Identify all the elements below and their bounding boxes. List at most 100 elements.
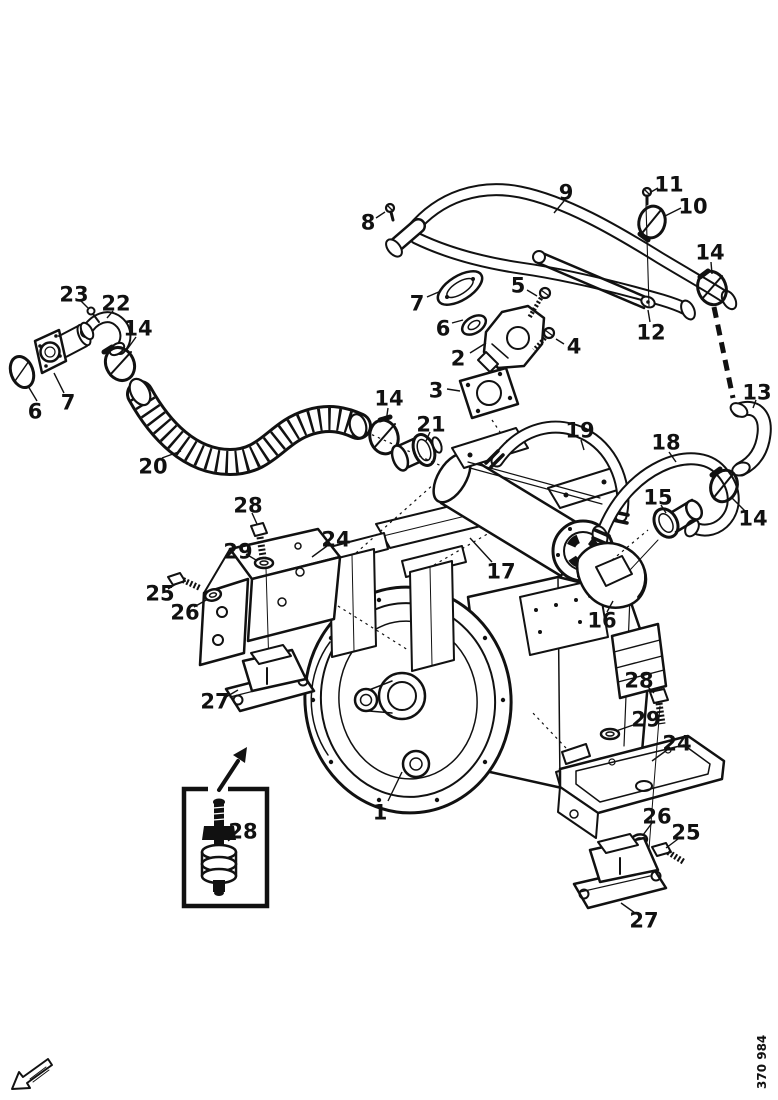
callout-label: 12 [636, 321, 665, 345]
callout-label: 28 [228, 820, 257, 844]
heat-exchanger-group [432, 420, 740, 609]
flange-7-upper [436, 270, 484, 306]
cover-plate [519, 578, 609, 656]
washer-29-right [599, 727, 621, 741]
elbow-hose-13 [729, 401, 772, 477]
callout-leader [385, 407, 389, 423]
callout-leader [553, 200, 565, 214]
callout-leader [251, 512, 258, 525]
callout-leader [167, 583, 177, 590]
callout-label: 14 [374, 387, 403, 411]
direction-arrow [11, 1058, 53, 1090]
callout-label: 29 [631, 708, 660, 732]
callout-label: 25 [671, 821, 700, 845]
elbow-duct-16 [575, 541, 648, 609]
callout-label: 7 [61, 391, 76, 415]
bolt-11 [641, 186, 653, 307]
callout-label: 26 [642, 805, 671, 829]
bolt-28-left [250, 522, 268, 558]
callout-label: 6 [28, 400, 43, 424]
support-brackets [321, 493, 515, 672]
pointer-arrowhead [233, 747, 247, 763]
callout-leader [665, 838, 679, 849]
callout-leader [469, 342, 487, 354]
callout-leader [580, 439, 585, 451]
callout-label: 27 [200, 690, 229, 714]
bolt-25-left [167, 572, 202, 591]
callout-leader [425, 431, 431, 442]
callout-leader [446, 388, 461, 392]
clamp-14-left [101, 344, 137, 383]
figure-number: 370 984 [755, 1035, 769, 1089]
callout-label: 27 [629, 909, 658, 933]
fitting-15 [652, 498, 704, 539]
bolt-28-right [649, 688, 669, 725]
callout-leader [606, 600, 614, 613]
inset-detail-box [181, 747, 270, 909]
callout-leader [752, 399, 757, 409]
callout-label: 28 [233, 494, 262, 518]
callout-label: 15 [643, 486, 672, 510]
callout-label: 14 [123, 317, 152, 341]
callout-leader [27, 385, 38, 402]
callout-label: 18 [651, 431, 680, 455]
callout-leader [620, 902, 636, 914]
bolt-23 [86, 306, 100, 323]
callout-leader [451, 319, 464, 324]
clamp-14-mid [368, 414, 400, 456]
right-mount-group [531, 688, 726, 910]
washer-29-left [253, 556, 275, 570]
callout-leader [615, 723, 637, 732]
alignment-dashed-line [711, 306, 736, 399]
callout-leader [555, 338, 565, 345]
callout-label: 6 [436, 317, 451, 341]
callout-label: 22 [101, 292, 130, 316]
callout-label: 10 [678, 195, 707, 219]
callout-leader [664, 207, 682, 217]
callout-label: 4 [567, 335, 582, 359]
callout-label: 1 [373, 801, 388, 825]
gasket-6-upper [460, 314, 488, 336]
clamp-14-right [709, 466, 739, 504]
callout-leader [193, 598, 209, 608]
callout-label: 14 [695, 241, 724, 265]
mount-27-left [224, 644, 316, 713]
callout-leader [387, 771, 403, 802]
callout-leader [227, 835, 235, 842]
bracket-12 [532, 250, 656, 310]
callout-leader [731, 497, 746, 512]
callout-label: 29 [223, 540, 252, 564]
callout-label: 21 [416, 413, 445, 437]
callout-leader [650, 187, 659, 193]
callout-leader [161, 450, 182, 459]
callout-label: 14 [738, 507, 767, 531]
callout-label: 7 [410, 292, 425, 316]
upper-hose-assembly [384, 183, 772, 477]
washer-26-left [203, 588, 223, 602]
clamp-14-upper [696, 268, 728, 307]
callout-leader [79, 299, 89, 309]
callout-label: 8 [361, 211, 376, 235]
left-mount-group [167, 522, 409, 713]
bolt-5 [527, 286, 552, 320]
stud-28-detail [200, 798, 238, 896]
callout-leader [53, 372, 65, 394]
callout-label: 2 [451, 347, 466, 371]
callout-leader [245, 553, 257, 561]
mount-27-right [572, 833, 668, 910]
callout-label: 9 [559, 181, 574, 205]
callout-leader [651, 749, 668, 762]
callout-leader [225, 689, 239, 698]
callout-leader [710, 261, 713, 275]
callout-label: 20 [138, 455, 167, 479]
callout-leader [660, 504, 667, 514]
callout-leader [311, 545, 328, 558]
callout-label: 19 [565, 419, 594, 443]
callout-leader [647, 309, 651, 323]
air-intake-group [8, 306, 447, 477]
callout-label: 28 [624, 669, 653, 693]
callout-label: 11 [654, 173, 683, 197]
